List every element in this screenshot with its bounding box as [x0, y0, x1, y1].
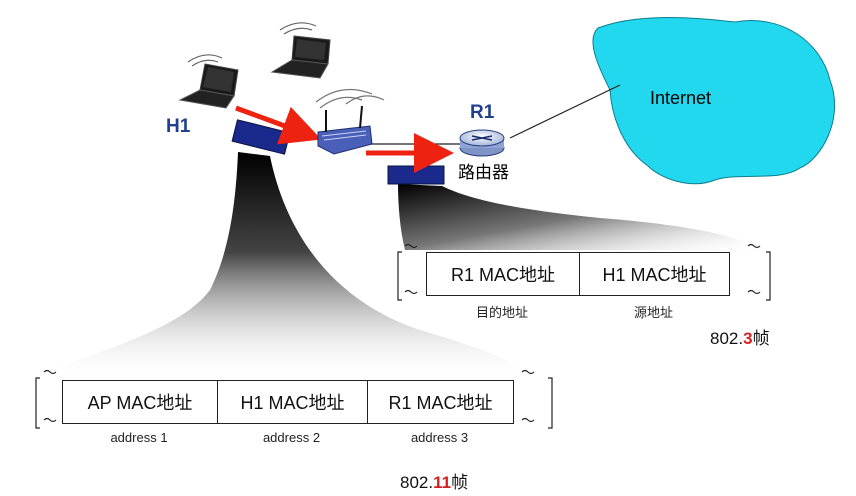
arrow-h1-to-ap — [235, 105, 322, 145]
router-internet-link — [509, 84, 621, 139]
frame-80211-field-address3: R1 MAC地址 — [388, 393, 493, 413]
frame-8023-cone — [398, 184, 760, 250]
frame-8023-standard-prefix: 802. — [710, 329, 744, 348]
frame-80211-field-address1: AP MAC地址 — [63, 381, 218, 423]
frame-80211-caption-address1: address 1 — [110, 430, 168, 445]
frame-8023-chip — [387, 165, 445, 185]
access-point-icon — [315, 88, 385, 155]
frame-8023-bracket-left — [397, 243, 418, 301]
frame-80211-standard-label: 802.11帧 — [400, 468, 468, 493]
frame-80211-field-address2: H1 MAC地址 — [218, 381, 368, 423]
frame-80211-caption-address2: address 2 — [262, 430, 321, 445]
frame-8023-caption-dest: 目的地址 — [475, 305, 528, 320]
frame-8023-standard-highlight: 3 — [743, 329, 753, 348]
frame-80211-cone — [40, 152, 520, 375]
frame-80211-standard-suffix: 帧 — [451, 473, 469, 492]
router-caption: 路由器 — [458, 163, 509, 182]
frame-8023-field-src: H1 MAC地址 — [602, 265, 707, 285]
frame-80211-bracket-right — [521, 369, 553, 429]
frame-8023-caption-src: 源地址 — [633, 305, 673, 320]
frame-80211-caption-address3: address 3 — [410, 430, 469, 445]
frame-8023-field-dest: R1 MAC地址 — [427, 253, 580, 295]
frame-80211-standard-highlight: 11 — [433, 473, 452, 492]
frame-80211-standard-prefix: 802. — [400, 473, 434, 492]
laptop-h1-icon — [178, 54, 239, 109]
laptop-icon — [270, 22, 331, 79]
frame-80211: AP MAC地址 H1 MAC地址 R1 MAC地址 — [62, 380, 514, 424]
frame-8023-bracket-right — [747, 243, 771, 301]
frame-8023-standard-label: 802.3帧 — [710, 324, 770, 349]
frame-8023: R1 MAC地址 H1 MAC地址 — [426, 252, 730, 296]
internet-cloud — [592, 17, 835, 185]
frame-8023-standard-suffix: 帧 — [752, 329, 770, 348]
router-r1-icon — [459, 129, 505, 157]
frame-80211-bracket-left — [35, 369, 57, 429]
internet-label: Internet — [650, 88, 712, 108]
host-h1-label: H1 — [166, 116, 191, 137]
router-name-label: R1 — [470, 102, 495, 123]
